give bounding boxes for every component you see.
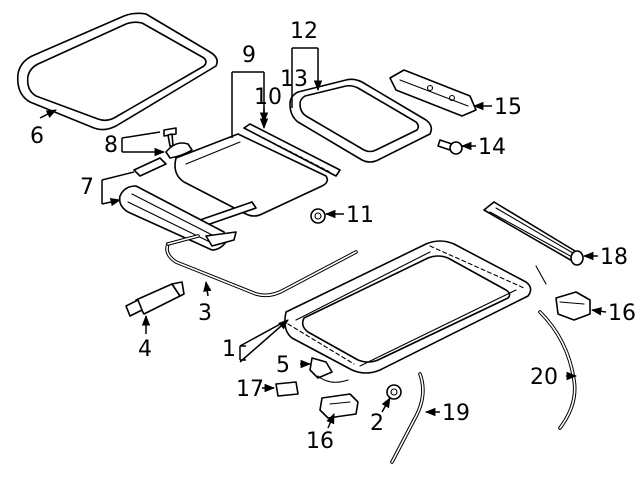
part-6-seal[interactable] — [16, 12, 218, 131]
callout-12: 12 — [290, 19, 318, 44]
callout-16-right: 16 — [608, 301, 636, 326]
callout-7: 7 — [80, 175, 94, 200]
callout-2: 2 — [370, 411, 384, 436]
callout-3: 3 — [198, 301, 212, 326]
part-19-drain-hose[interactable] — [390, 372, 425, 464]
part-2-grommet[interactable] — [386, 384, 402, 400]
callout-6: 6 — [30, 124, 44, 149]
part-11-nut[interactable] — [310, 208, 326, 224]
part-17-pad[interactable] — [275, 381, 299, 397]
part-18-sunshade[interactable] — [483, 201, 584, 285]
callout-11: 11 — [346, 203, 374, 228]
callout-17: 17 — [236, 377, 264, 402]
callout-9: 9 — [242, 43, 256, 68]
callout-18: 18 — [600, 245, 628, 270]
callout-20: 20 — [530, 365, 558, 390]
callout-4: 4 — [138, 337, 152, 362]
callout-8: 8 — [104, 133, 118, 158]
part-3-weatherstrip[interactable] — [165, 234, 358, 298]
part-4-grease-tube[interactable] — [125, 281, 185, 317]
callout-19: 19 — [442, 401, 470, 426]
part-10-trim-strip[interactable] — [243, 123, 341, 177]
callout-1: 1 — [222, 337, 236, 362]
callout-15: 15 — [494, 95, 522, 120]
part-16-motor-right[interactable] — [555, 291, 591, 321]
callout-5: 5 — [276, 353, 290, 378]
leader-lines — [39, 47, 607, 429]
part-16-motor-lower[interactable] — [319, 393, 359, 419]
callout-14: 14 — [478, 135, 506, 160]
part-1-frame-assembly[interactable] — [284, 240, 532, 374]
callout-16-lower: 16 — [306, 429, 334, 454]
callout-10: 10 — [254, 85, 282, 110]
part-9-glass-panel[interactable] — [174, 133, 329, 227]
part-7-deflector[interactable] — [118, 157, 237, 251]
callout-13: 13 — [280, 67, 308, 92]
part-14-bolt[interactable] — [437, 139, 463, 155]
